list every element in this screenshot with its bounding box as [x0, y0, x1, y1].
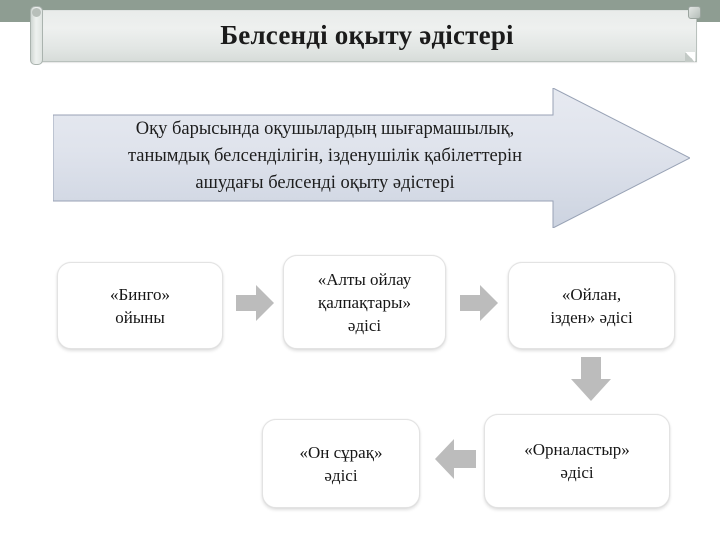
connector-arrow-right-six-hats-to-think: [458, 282, 500, 324]
title-banner: Белсенді оқыту әдістері: [30, 6, 701, 65]
summary-arrow-text: Оқу барысында оқушылардың шығармашылық, …: [65, 116, 585, 197]
arrow-right-icon: [460, 285, 498, 321]
summary-arrow-callout: Оқу барысында оқушылардың шығармашылық, …: [53, 88, 690, 228]
connector-arrow-down-think-to-arrange: [568, 355, 614, 403]
banner-folded-corner-icon: [685, 52, 695, 62]
method-node-arrange[interactable]: «Орналастыр» әдісі: [484, 414, 670, 508]
banner-left-knob-icon: [32, 8, 41, 17]
method-node-ten-questions-line-2: әдісі: [324, 465, 358, 485]
method-node-six-hats-line-2: қалпақтары»: [318, 292, 411, 312]
connector-arrow-left-arrange-to-ten-questions: [432, 436, 478, 482]
method-node-bingo-line-2: ойыны: [115, 307, 165, 327]
summary-line-1: Оқу барысында оқушылардың шығармашылық,: [135, 119, 515, 139]
banner-left-rod-icon: [30, 6, 43, 65]
right-arrow-shape-icon: [53, 88, 690, 228]
arrow-left-icon: [435, 439, 476, 479]
method-node-bingo[interactable]: «Бинго» ойыны: [57, 262, 223, 349]
method-node-six-hats[interactable]: «Алты ойлау қалпақтары» әдісі: [283, 255, 446, 349]
method-node-think-search[interactable]: «Ойлан, ізден» әдісі: [508, 262, 675, 349]
method-node-arrange-line-1: «Орналастыр»: [524, 440, 630, 459]
banner-right-knob-icon: [688, 6, 701, 19]
arrow-right-icon: [236, 285, 274, 321]
method-node-ten-questions[interactable]: «Он сұрақ» әдісі: [262, 419, 420, 508]
method-node-arrange-line-2: әдісі: [560, 463, 594, 482]
method-node-ten-questions-line-1: «Он сұрақ»: [299, 442, 383, 462]
arrow-down-icon: [571, 357, 611, 401]
method-node-think-search-line-2: ізден» әдісі: [550, 307, 633, 327]
connector-arrow-right-bingo-to-six-hats: [234, 282, 276, 324]
title-banner-plate: [38, 10, 697, 62]
method-node-six-hats-line-1: «Алты ойлау: [317, 269, 412, 289]
page-title: Белсенді оқыту әдістері: [220, 19, 514, 50]
method-node-think-search-line-1: «Ойлан,: [561, 284, 622, 304]
summary-line-3: ашудағы белсенді оқыту әдістері: [195, 173, 455, 193]
method-node-six-hats-line-3: әдісі: [347, 315, 382, 335]
summary-line-2: танымдық белсенділігін, ізденушілік қабі…: [127, 146, 523, 166]
method-node-bingo-line-1: «Бинго»: [109, 284, 170, 304]
